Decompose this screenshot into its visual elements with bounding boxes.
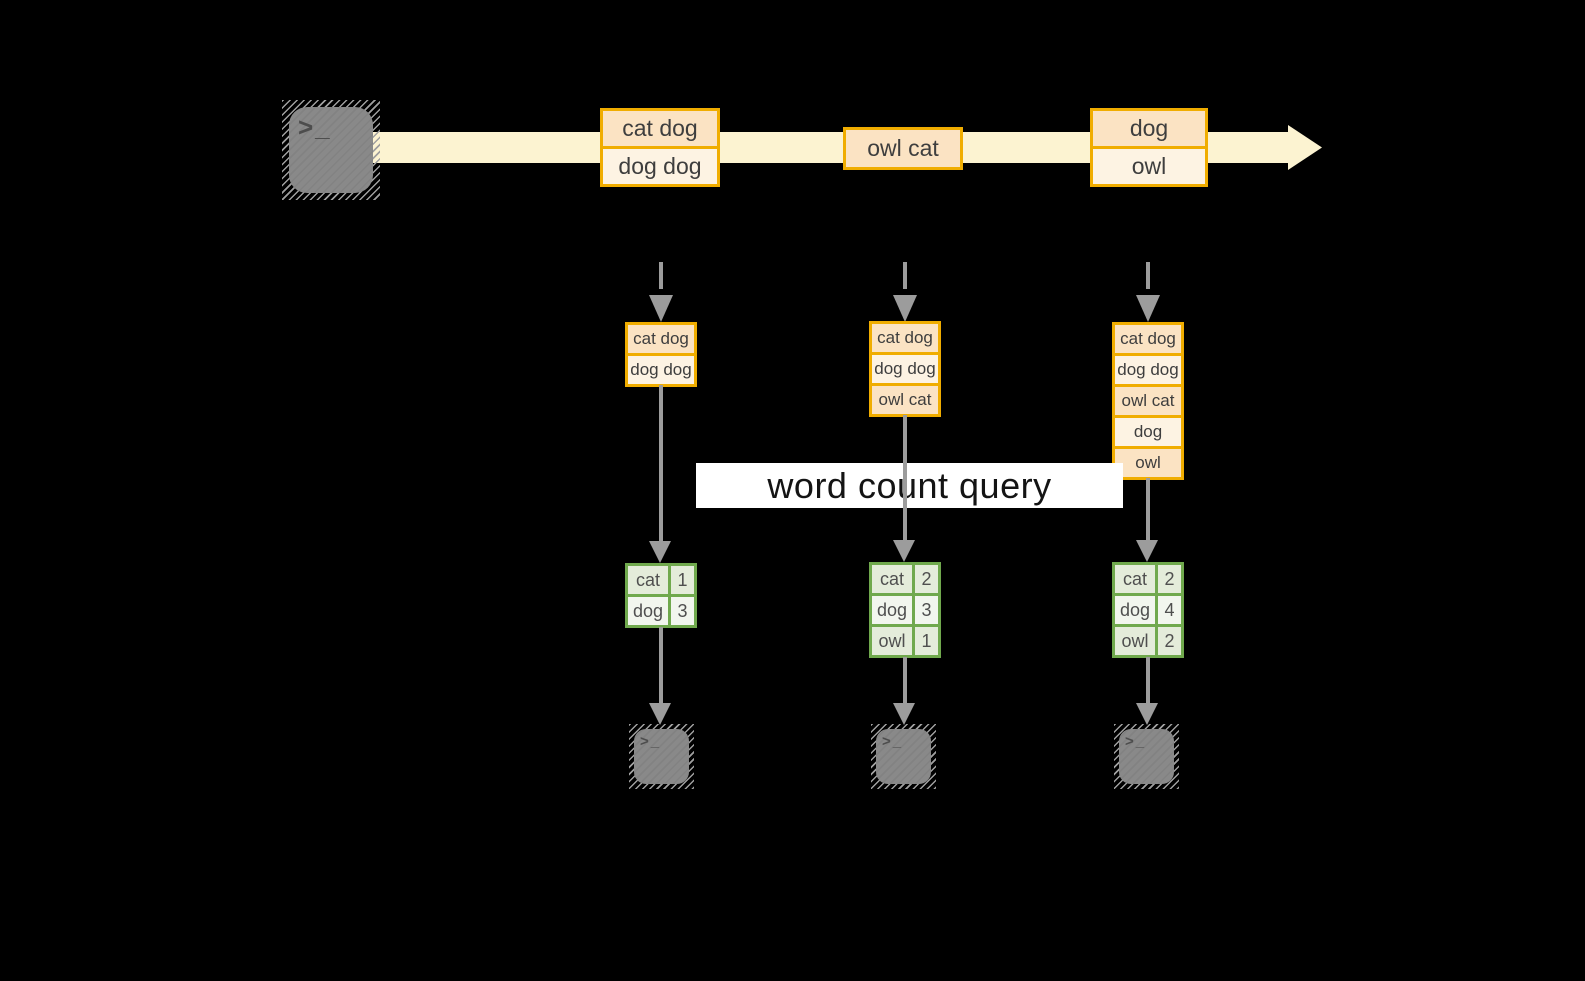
batch-item: owl cat	[843, 127, 963, 170]
count-table-3: cat 2 dog 4 owl 2	[1112, 562, 1184, 658]
table-row: cat 1	[625, 563, 697, 597]
stream-batch-3-box: dog owl	[1090, 108, 1208, 187]
word-cell: cat	[625, 563, 671, 597]
down-arrowhead-icon	[1136, 540, 1158, 562]
table-row: owl 1	[869, 624, 941, 658]
source-terminal-icon: >_	[282, 100, 380, 200]
state-item: dog dog	[869, 352, 941, 386]
terminal-screen	[634, 729, 689, 784]
state-stack-1: cat dog dog dog	[625, 322, 697, 387]
count-table-1: cat 1 dog 3	[625, 563, 697, 628]
query-banner-label: word count query	[767, 464, 1052, 506]
down-arrowhead-icon	[893, 295, 917, 322]
state-item: owl cat	[1112, 384, 1184, 418]
stream-arrowhead-icon	[1288, 125, 1322, 170]
state-item: cat dog	[625, 322, 697, 356]
terminal-screen	[289, 107, 373, 193]
count-cell: 2	[1155, 562, 1184, 596]
batch-item: owl	[1090, 146, 1208, 187]
word-cell: dog	[869, 593, 915, 627]
count-table-2: cat 2 dog 3 owl 1	[869, 562, 941, 658]
state-item: dog dog	[625, 353, 697, 387]
state-item: dog	[1112, 415, 1184, 449]
word-cell: dog	[625, 594, 671, 628]
table-row: dog 3	[625, 594, 697, 628]
state-item: cat dog	[1112, 322, 1184, 356]
down-arrowhead-icon	[1136, 295, 1160, 322]
query-arrow-line	[659, 385, 663, 542]
output-arrow-line	[659, 627, 663, 706]
state-item: cat dog	[869, 321, 941, 355]
state-stack-3: cat dog dog dog owl cat dog owl	[1112, 322, 1184, 480]
terminal-screen	[1119, 729, 1174, 784]
count-cell: 3	[912, 593, 941, 627]
dashed-arrow-segment	[659, 262, 663, 289]
table-row: dog 3	[869, 593, 941, 627]
output-arrow-line	[1146, 657, 1150, 706]
stream-batch-1-box: cat dog dog dog	[600, 108, 720, 187]
dashed-arrow-segment	[903, 262, 907, 289]
word-cell: owl	[1112, 624, 1158, 658]
word-cell: cat	[1112, 562, 1158, 596]
count-cell: 1	[912, 624, 941, 658]
output-arrow-line	[903, 657, 907, 706]
terminal-prompt-icon: >_	[882, 733, 904, 750]
count-cell: 1	[668, 563, 697, 597]
state-item: dog dog	[1112, 353, 1184, 387]
terminal-prompt-icon: >_	[640, 733, 662, 750]
batch-item: cat dog	[600, 108, 720, 149]
count-cell: 3	[668, 594, 697, 628]
count-cell: 2	[912, 562, 941, 596]
consumer-terminal-icon: >_	[1114, 724, 1179, 789]
table-row: owl 2	[1112, 624, 1184, 658]
dashed-arrow-segment	[1146, 262, 1150, 289]
down-arrowhead-icon	[649, 703, 671, 725]
terminal-prompt-icon: >_	[298, 112, 332, 142]
consumer-terminal-icon: >_	[871, 724, 936, 789]
state-item: owl cat	[869, 383, 941, 417]
down-arrowhead-icon	[649, 541, 671, 563]
count-cell: 4	[1155, 593, 1184, 627]
terminal-screen	[876, 729, 931, 784]
state-stack-2: cat dog dog dog owl cat	[869, 321, 941, 417]
word-cell: cat	[869, 562, 915, 596]
word-cell: owl	[869, 624, 915, 658]
consumer-terminal-icon: >_	[629, 724, 694, 789]
query-arrow-line	[903, 415, 907, 541]
table-row: cat 2	[1112, 562, 1184, 596]
query-arrow-line	[1146, 478, 1150, 541]
table-row: dog 4	[1112, 593, 1184, 627]
count-cell: 2	[1155, 624, 1184, 658]
stream-batch-2-box: owl cat	[843, 127, 963, 170]
batch-item: dog dog	[600, 146, 720, 187]
down-arrowhead-icon	[893, 540, 915, 562]
word-cell: dog	[1112, 593, 1158, 627]
down-arrowhead-icon	[893, 703, 915, 725]
table-row: cat 2	[869, 562, 941, 596]
query-banner: word count query	[696, 463, 1123, 508]
down-arrowhead-icon	[1136, 703, 1158, 725]
down-arrowhead-icon	[649, 295, 673, 322]
batch-item: dog	[1090, 108, 1208, 149]
terminal-prompt-icon: >_	[1125, 733, 1147, 750]
